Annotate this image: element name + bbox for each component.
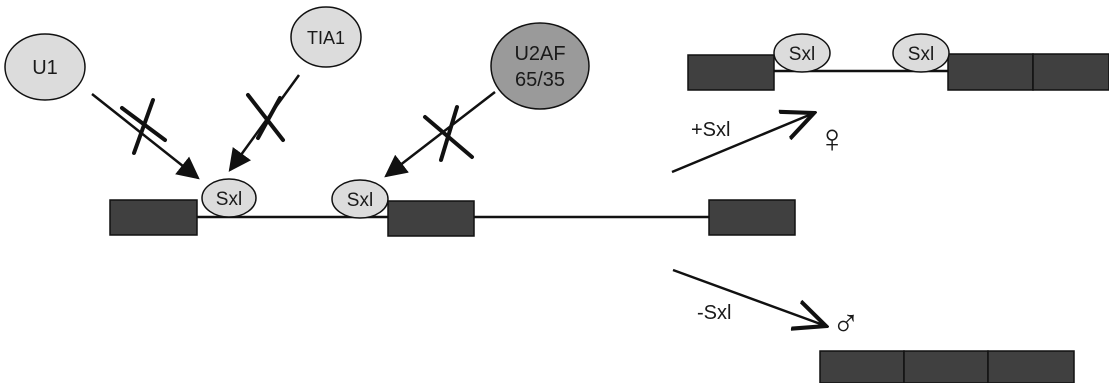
exon-3 (708, 199, 796, 236)
male-mrna (819, 350, 1075, 383)
sxl-label: Sxl (789, 44, 815, 65)
minus-sxl-label: -Sxl (697, 302, 731, 324)
sxl-bubble-5ss: Sxl (201, 178, 257, 218)
u2af-label-line2: 65/35 (515, 69, 565, 91)
sxl-label: Sxl (908, 44, 934, 65)
u1-bubble (4, 33, 86, 101)
u2af-arrow (384, 91, 496, 178)
factor-tia1: TIA1 (290, 6, 362, 68)
plus-sxl-arrow (671, 113, 814, 174)
sxl-bubble-female-left: Sxl (773, 33, 831, 73)
block-cross-tia1 (246, 93, 285, 142)
female-mrna: Sxl Sxl (687, 33, 1109, 91)
tia1-bubble (290, 6, 362, 68)
male-symbol: ♂ (832, 303, 861, 345)
female-exon-1 (687, 54, 775, 91)
exon-2 (387, 200, 475, 237)
exon-1 (109, 199, 198, 236)
female-symbol: ♀ (817, 117, 847, 161)
minus-sxl-arrow (672, 268, 826, 326)
female-exon-2 (947, 53, 1034, 91)
plus-sxl-label: +Sxl (691, 119, 730, 141)
u1-label: U1 (32, 57, 58, 79)
factor-u2af: U2AF 65/35 (490, 22, 590, 110)
male-exon-3 (987, 350, 1075, 383)
sxl-bubble-female-right: Sxl (892, 33, 950, 73)
u2af-label-line1: U2AF (514, 43, 565, 65)
male-exon-2 (903, 350, 989, 383)
pre-mrna: Sxl Sxl (109, 178, 796, 237)
female-exon-3 (1032, 53, 1109, 91)
male-exon-1 (819, 350, 905, 383)
u1-arrow (91, 93, 200, 180)
tia1-label: TIA1 (307, 28, 345, 48)
block-cross-u2af (423, 105, 474, 162)
block-cross-u1 (120, 98, 167, 155)
sxl-label: Sxl (347, 190, 373, 211)
u2af-bubble (490, 22, 590, 110)
factor-u1: U1 (4, 33, 86, 101)
sxl-bubble-3ss: Sxl (331, 179, 389, 219)
sxl-label: Sxl (216, 189, 242, 210)
